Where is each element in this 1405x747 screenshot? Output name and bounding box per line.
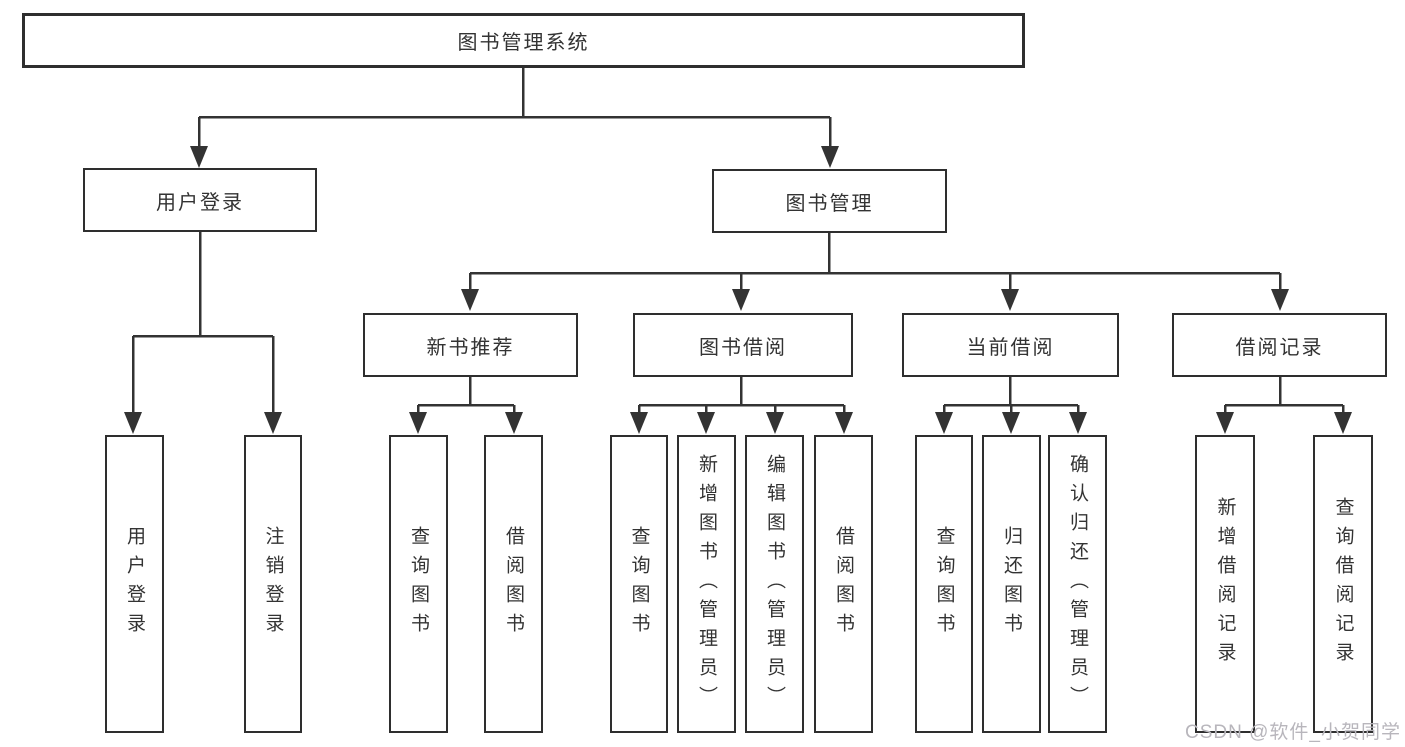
- leaf-label: 用户登录: [124, 526, 145, 642]
- arrowhead: [1002, 412, 1020, 434]
- leaf-query-books-borrow: 查询图书: [610, 435, 668, 733]
- edge-root-split: [197, 68, 832, 146]
- arrowhead: [190, 146, 208, 168]
- node-user-login: 用户登录: [83, 168, 317, 232]
- arrowhead: [264, 412, 282, 434]
- node-new-book-recommendation: 新书推荐: [363, 313, 578, 377]
- leaf-label: 新增借阅记录: [1214, 497, 1236, 671]
- node-book-borrowing: 图书借阅: [633, 313, 853, 377]
- leaf-label: 归还图书: [1001, 526, 1022, 642]
- leaf-query-books-current: 查询图书: [915, 435, 973, 733]
- leaf-label: 查询借阅记录: [1332, 497, 1354, 671]
- leaf-label: 编辑图书（管理员）: [764, 453, 785, 715]
- arrowhead: [697, 412, 715, 434]
- node-current-borrowing: 当前借阅: [902, 313, 1119, 377]
- arrowheads: [124, 146, 1352, 434]
- leaf-query-books-recommend: 查询图书: [389, 435, 448, 733]
- leaf-add-books-admin: 新增图书（管理员）: [677, 435, 736, 733]
- arrowhead: [409, 412, 427, 434]
- leaf-borrow-books-recommend: 借阅图书: [484, 435, 543, 733]
- leaf-confirm-return-admin: 确认归还（管理员）: [1048, 435, 1107, 733]
- leaf-label: 查询图书: [933, 526, 955, 642]
- edge-new-book-split: [416, 377, 516, 412]
- edge-book-management-split: [468, 233, 1282, 289]
- leaf-return-books: 归还图书: [982, 435, 1041, 733]
- edge-user-login-split: [131, 232, 275, 412]
- leaf-label: 借阅图书: [833, 526, 854, 642]
- leaf-label: 查询图书: [408, 526, 429, 642]
- leaf-add-borrow-record: 新增借阅记录: [1195, 435, 1255, 733]
- arrowhead: [1271, 289, 1289, 311]
- leaf-label: 注销登录: [262, 526, 284, 642]
- csdn-watermark: CSDN @软件_小贺同学: [1185, 722, 1401, 743]
- arrowhead: [124, 412, 142, 434]
- arrowhead: [835, 412, 853, 434]
- leaf-borrow-books: 借阅图书: [814, 435, 873, 733]
- node-library-management-system: 图书管理系统: [22, 13, 1025, 68]
- arrowhead: [1334, 412, 1352, 434]
- arrowhead: [505, 412, 523, 434]
- arrowhead: [1069, 412, 1087, 434]
- arrowhead: [1001, 289, 1019, 311]
- node-book-management: 图书管理: [712, 169, 947, 233]
- arrowhead: [461, 289, 479, 311]
- leaf-label: 新增图书（管理员）: [696, 453, 717, 715]
- arrowhead: [935, 412, 953, 434]
- edge-borrow-records-split: [1223, 377, 1345, 412]
- edge-book-borrow-split: [637, 377, 846, 412]
- leaf-label: 借阅图书: [503, 526, 524, 642]
- arrowhead: [766, 412, 784, 434]
- leaf-label: 确认归还（管理员）: [1067, 453, 1088, 715]
- leaf-edit-books-admin: 编辑图书（管理员）: [745, 435, 804, 733]
- arrowhead: [630, 412, 648, 434]
- leaf-label: 查询图书: [628, 526, 650, 642]
- arrowhead: [732, 289, 750, 311]
- leaf-logout: 注销登录: [244, 435, 302, 733]
- leaf-query-borrow-record: 查询借阅记录: [1313, 435, 1373, 733]
- arrowhead: [1216, 412, 1234, 434]
- node-borrowing-records: 借阅记录: [1172, 313, 1387, 377]
- arrowhead: [821, 146, 839, 168]
- edge-current-borrow-split: [942, 377, 1080, 412]
- leaf-user-login: 用户登录: [105, 435, 164, 733]
